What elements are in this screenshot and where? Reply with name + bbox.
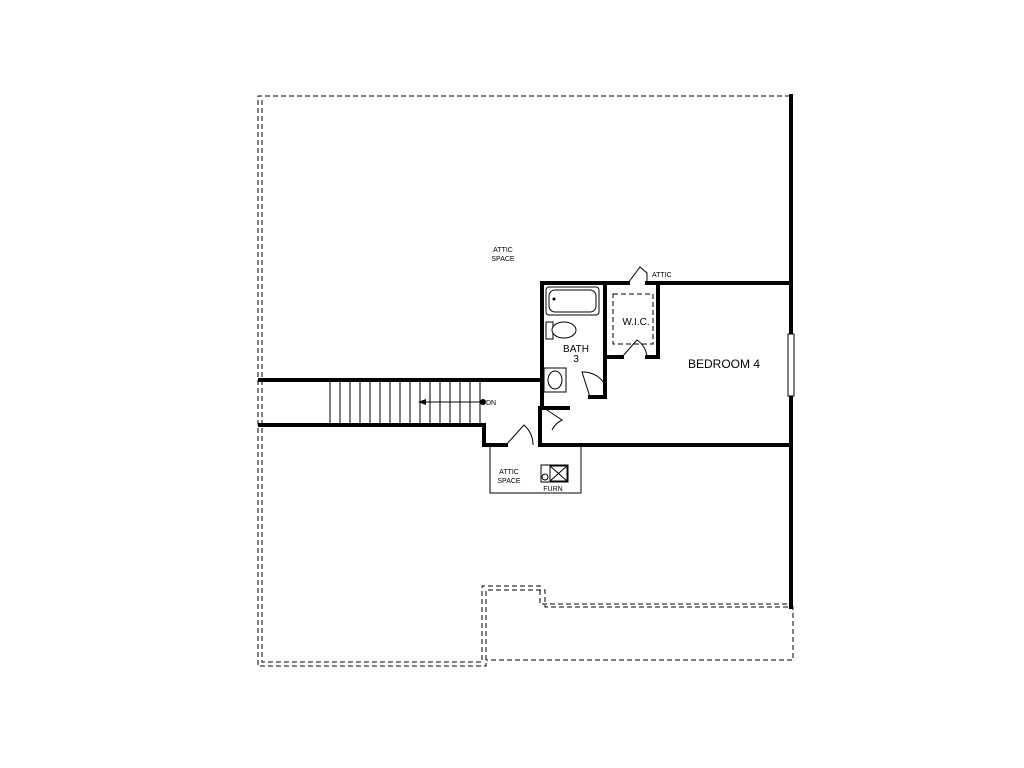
stair-direction-label: DN bbox=[486, 400, 496, 407]
bath-label-2: 3 bbox=[573, 354, 579, 365]
attic-space-top-label-1: ATTIC bbox=[493, 247, 513, 254]
bathtub bbox=[545, 286, 600, 316]
stair-direction-arrow bbox=[418, 399, 486, 405]
wic-shelving bbox=[612, 293, 654, 345]
bath-door-swing bbox=[581, 371, 605, 398]
attic-access-door bbox=[627, 266, 648, 284]
attic-space-bottom-label-1: ATTIC bbox=[499, 469, 519, 476]
toilet bbox=[545, 321, 577, 340]
attic-space-bottom-label-2: SPACE bbox=[497, 478, 521, 485]
wic-walls bbox=[603, 281, 660, 359]
furnace-label: FURN bbox=[543, 486, 562, 493]
bedroom-window bbox=[787, 333, 795, 397]
attic-space-top-label-2: SPACE bbox=[491, 256, 515, 263]
attic-space-small-outline bbox=[489, 445, 582, 494]
wic-label: W.I.C. bbox=[622, 317, 649, 328]
attic-boundary-inner bbox=[261, 100, 788, 663]
bedroom-label: BEDROOM 4 bbox=[688, 357, 760, 371]
stair-hall-bottom-wall bbox=[258, 423, 508, 447]
sink bbox=[543, 367, 567, 393]
bedroom-door-swing bbox=[540, 407, 565, 431]
wic-door-swing bbox=[621, 339, 648, 358]
bath-label-1: BATH bbox=[563, 344, 589, 355]
bathtub-inner bbox=[548, 289, 597, 313]
hall-door-swing bbox=[505, 424, 534, 446]
tub-drain bbox=[552, 297, 556, 301]
attic-access-label: ATTIC bbox=[652, 272, 672, 279]
furnace bbox=[540, 464, 569, 483]
